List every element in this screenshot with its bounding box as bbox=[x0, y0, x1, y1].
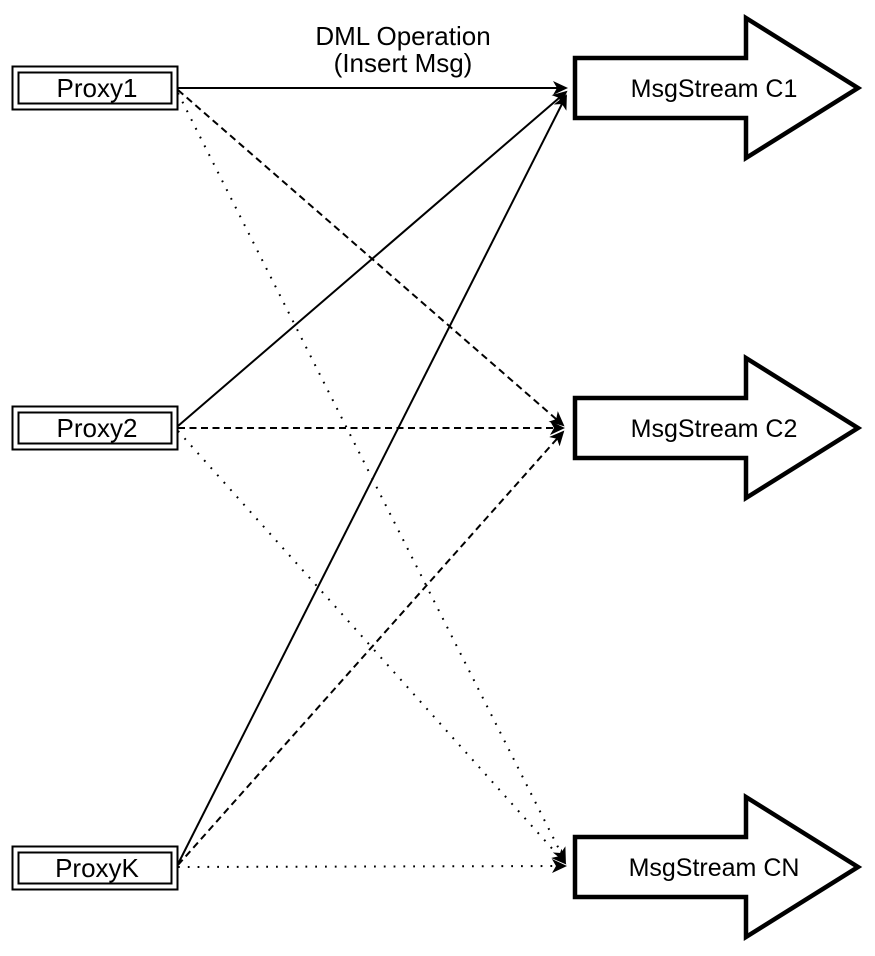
proxyk-box-inner bbox=[17, 851, 173, 885]
node-msgstream-cn: MsgStream CN bbox=[572, 792, 863, 942]
proxy2-box-inner bbox=[17, 411, 173, 445]
msgstream-cn-arrow-shape bbox=[572, 792, 863, 942]
node-proxy2: Proxy2 bbox=[11, 405, 179, 451]
node-msgstream-c2: MsgStream C2 bbox=[572, 353, 863, 503]
edges bbox=[177, 81, 568, 874]
title-line1: DML Operation bbox=[315, 21, 490, 51]
edge-proxy1-to-msgstream-cn bbox=[177, 92, 566, 863]
proxy1-box-inner bbox=[17, 71, 173, 105]
edge-proxyk-to-msgstream-c2 bbox=[177, 430, 565, 866]
proxyk-label: ProxyK bbox=[55, 853, 139, 883]
proxy1-label: Proxy1 bbox=[57, 73, 138, 103]
edge-proxy1-to-msgstream-c2 bbox=[177, 89, 565, 427]
edge-proxyk-to-msgstream-c1 bbox=[177, 94, 567, 865]
msgstream-c1-label: MsgStream C1 bbox=[631, 75, 798, 103]
proxy2-label: Proxy2 bbox=[57, 413, 138, 443]
node-proxyk: ProxyK bbox=[11, 845, 179, 891]
node-msgstream-c1: MsgStream C1 bbox=[572, 13, 863, 163]
msgstream-c2-label: MsgStream C2 bbox=[631, 415, 798, 443]
msgstream-c1-arrow-shape bbox=[572, 13, 863, 163]
msgstream-cn-label: MsgStream CN bbox=[629, 854, 800, 882]
diagram-title: DML Operation (Insert Msg) bbox=[315, 21, 490, 78]
edge-proxyk-to-msgstream-cn bbox=[177, 859, 567, 874]
edge-proxy2-to-msgstream-c1 bbox=[177, 90, 568, 427]
node-proxy1: Proxy1 bbox=[11, 65, 179, 111]
msgstream-c2-arrow-shape bbox=[572, 353, 863, 503]
title-line2: (Insert Msg) bbox=[334, 48, 473, 78]
